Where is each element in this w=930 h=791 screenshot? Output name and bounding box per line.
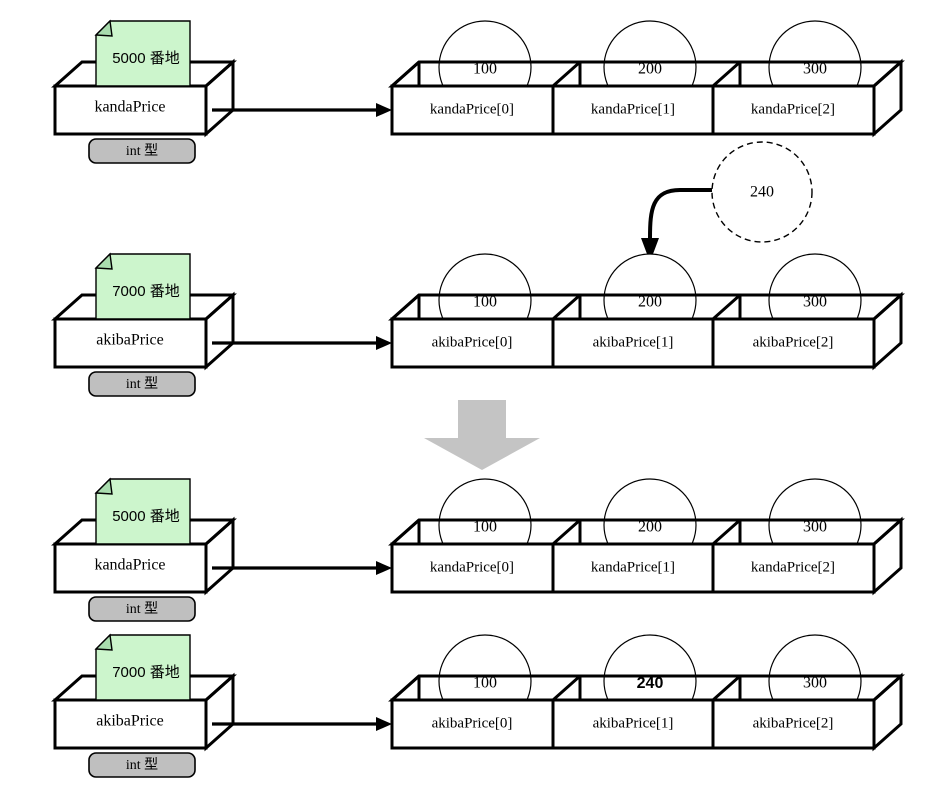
type-badge-kanda-after: int 型 (88, 596, 196, 622)
note-fold-icon (94, 19, 113, 37)
address-note-text: 5000 番地 (112, 50, 180, 67)
cell-value-0: 100 (473, 519, 497, 536)
cell-value-0: 100 (473, 675, 497, 692)
row-akiba-before: 7000 番地 akibaPrice int 型 (51, 252, 905, 397)
row-akiba-after: 7000 番地 akibaPrice int 型 (51, 633, 905, 778)
array-box-kanda-before: 100 200 300 kandaPrice[0] kandaPrice[1] … (388, 20, 905, 138)
type-badge-akiba-after: int 型 (88, 752, 196, 778)
type-badge-label: int 型 (126, 143, 158, 159)
cell-value-2: 300 (803, 294, 827, 311)
variable-box-akiba-before[interactable]: 7000 番地 akibaPrice (51, 252, 237, 371)
note-fold-icon (94, 477, 113, 495)
type-badge-label: int 型 (126, 757, 158, 773)
array-box-akiba-after: 100 240 300 akibaPrice[0] akibaPrice[1] … (388, 634, 905, 752)
row-kanda-before: 5000 番地 kandaPrice int 型 (51, 19, 905, 164)
type-badge-kanda-before: int 型 (88, 138, 196, 164)
variable-box-kanda-after[interactable]: 5000 番地 kandaPrice (51, 477, 237, 596)
type-badge-akiba-before: int 型 (88, 371, 196, 397)
cell-value-2: 300 (803, 675, 827, 692)
cell-label-0: akibaPrice[0] (432, 715, 513, 731)
cell-label-0: akibaPrice[0] (432, 334, 513, 350)
address-note-text: 7000 番地 (112, 283, 180, 300)
cell-value-1: 200 (638, 294, 662, 311)
cell-label-0: kandaPrice[0] (430, 101, 514, 117)
address-note-text: 7000 番地 (112, 664, 180, 681)
cell-value-0: 100 (473, 61, 497, 78)
cell-label-1: kandaPrice[1] (591, 559, 675, 575)
cell-label-2: akibaPrice[2] (753, 715, 834, 731)
variable-name-label: kandaPrice (94, 99, 165, 116)
cell-label-2: kandaPrice[2] (751, 559, 835, 575)
row-kanda-after: 5000 番地 kandaPrice int 型 (51, 477, 905, 622)
cell-label-0: kandaPrice[0] (430, 559, 514, 575)
down-arrow-icon (424, 400, 540, 470)
type-badge-label: int 型 (126, 376, 158, 392)
cell-value-2: 300 (803, 61, 827, 78)
incoming-arrow-head (641, 238, 659, 262)
cell-label-1: akibaPrice[1] (593, 334, 674, 350)
cell-value-1: 200 (638, 61, 662, 78)
address-note-text: 5000 番地 (112, 508, 180, 525)
variable-name-label: akibaPrice (96, 332, 164, 349)
cell-value-2: 300 (803, 519, 827, 536)
array-box-akiba-before: 100 200 300 akibaPrice[0] akibaPrice[1] … (388, 253, 905, 371)
variable-name-label: kandaPrice (94, 557, 165, 574)
incoming-value-240: 240 (641, 141, 813, 262)
reference-arrow-akiba-after (212, 717, 392, 731)
array-box-kanda-after: 100 200 300 kandaPrice[0] kandaPrice[1] … (388, 478, 905, 596)
reference-arrow-akiba-before (212, 336, 392, 350)
cell-value-1: 200 (638, 519, 662, 536)
variable-name-label: akibaPrice (96, 713, 164, 730)
incoming-value-text: 240 (750, 184, 774, 201)
cell-label-2: kandaPrice[2] (751, 101, 835, 117)
variable-box-akiba-after[interactable]: 7000 番地 akibaPrice (51, 633, 237, 752)
reference-arrow-kanda-before (212, 103, 392, 117)
cell-label-1: akibaPrice[1] (593, 715, 674, 731)
variable-box-kanda-before[interactable]: 5000 番地 kandaPrice (51, 19, 237, 138)
reference-arrow-kanda-after (212, 561, 392, 575)
cell-label-1: kandaPrice[1] (591, 101, 675, 117)
note-fold-icon (94, 633, 113, 651)
type-badge-label: int 型 (126, 601, 158, 617)
cell-value-0: 100 (473, 294, 497, 311)
cell-label-2: akibaPrice[2] (753, 334, 834, 350)
incoming-value-bubble (711, 141, 813, 243)
note-fold-icon (94, 252, 113, 270)
cell-value-1: 240 (637, 675, 664, 692)
